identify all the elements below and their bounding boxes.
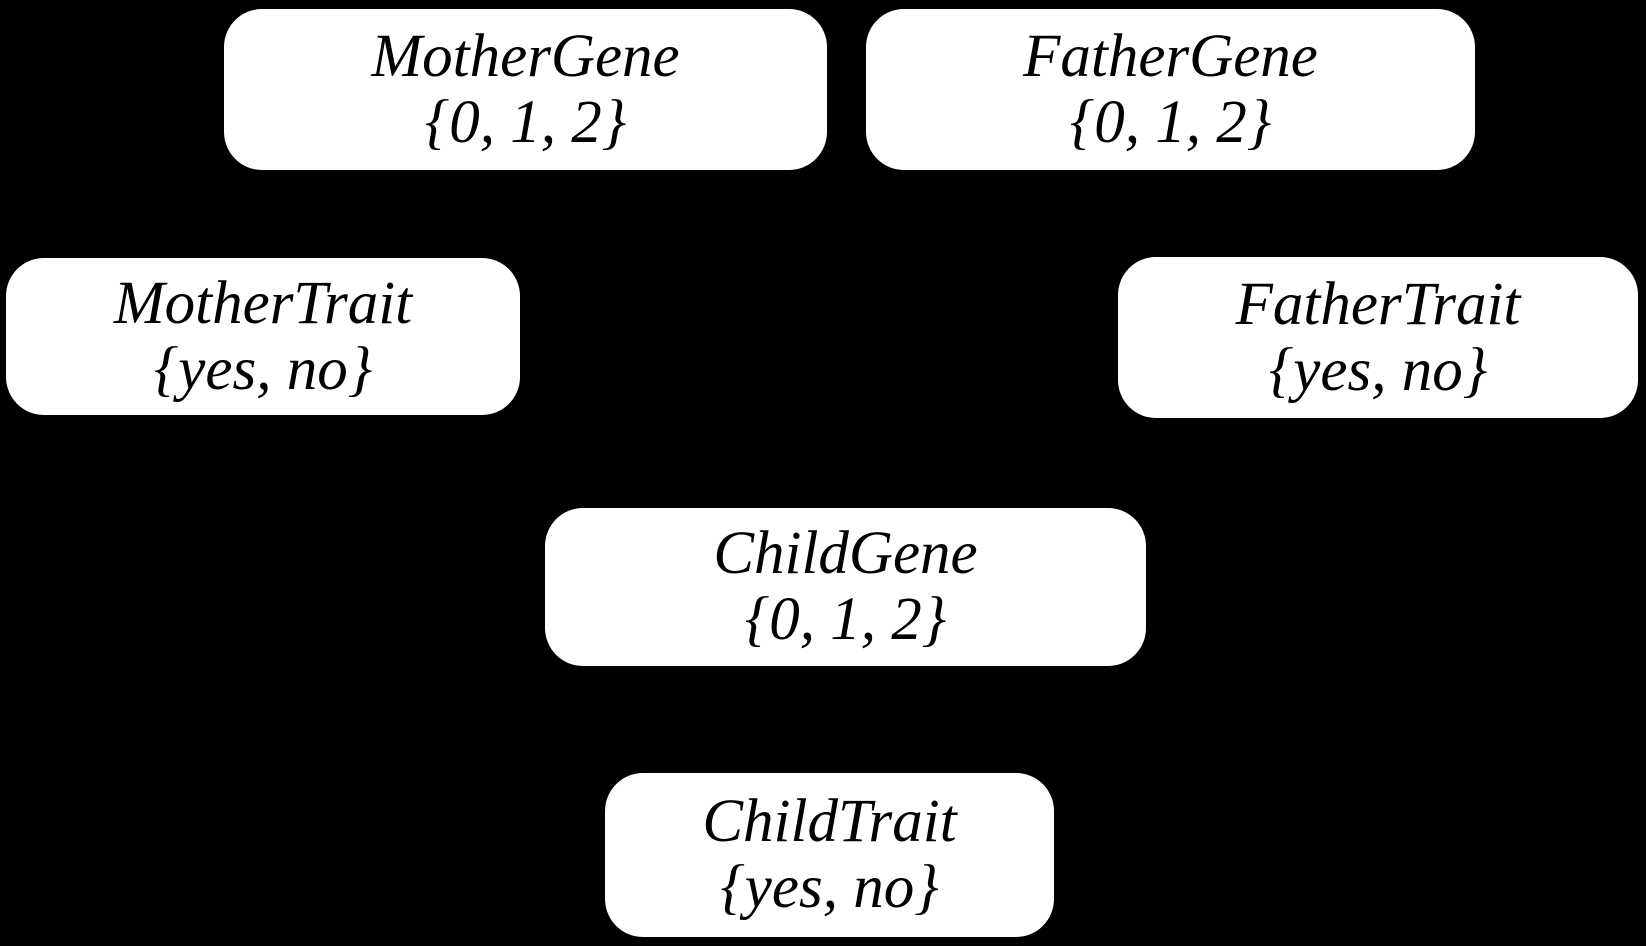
node-child-trait-label: ChildTrait xyxy=(702,788,957,855)
node-child-trait-domain: {yes, no} xyxy=(720,854,939,921)
node-father-trait-domain: {yes, no} xyxy=(1268,336,1488,404)
node-father-gene-domain: {0, 1, 2} xyxy=(1069,88,1272,156)
node-child-gene: ChildGene {0, 1, 2} xyxy=(545,508,1146,666)
node-mother-gene-label: MotherGene xyxy=(371,22,680,90)
node-mother-trait-domain: {yes, no} xyxy=(153,335,373,403)
node-mother-trait: MotherTrait {yes, no} xyxy=(6,258,520,415)
node-mother-gene-domain: {0, 1, 2} xyxy=(424,88,627,156)
node-father-gene-label: FatherGene xyxy=(1023,22,1318,90)
node-father-trait-label: FatherTrait xyxy=(1235,270,1521,338)
node-father-trait: FatherTrait {yes, no} xyxy=(1118,257,1638,418)
node-mother-gene: MotherGene {0, 1, 2} xyxy=(224,9,827,170)
node-father-gene: FatherGene {0, 1, 2} xyxy=(866,9,1475,170)
node-child-gene-label: ChildGene xyxy=(713,520,978,587)
node-child-gene-domain: {0, 1, 2} xyxy=(744,586,947,653)
node-mother-trait-label: MotherTrait xyxy=(113,269,413,337)
node-child-trait: ChildTrait {yes, no} xyxy=(605,773,1054,937)
